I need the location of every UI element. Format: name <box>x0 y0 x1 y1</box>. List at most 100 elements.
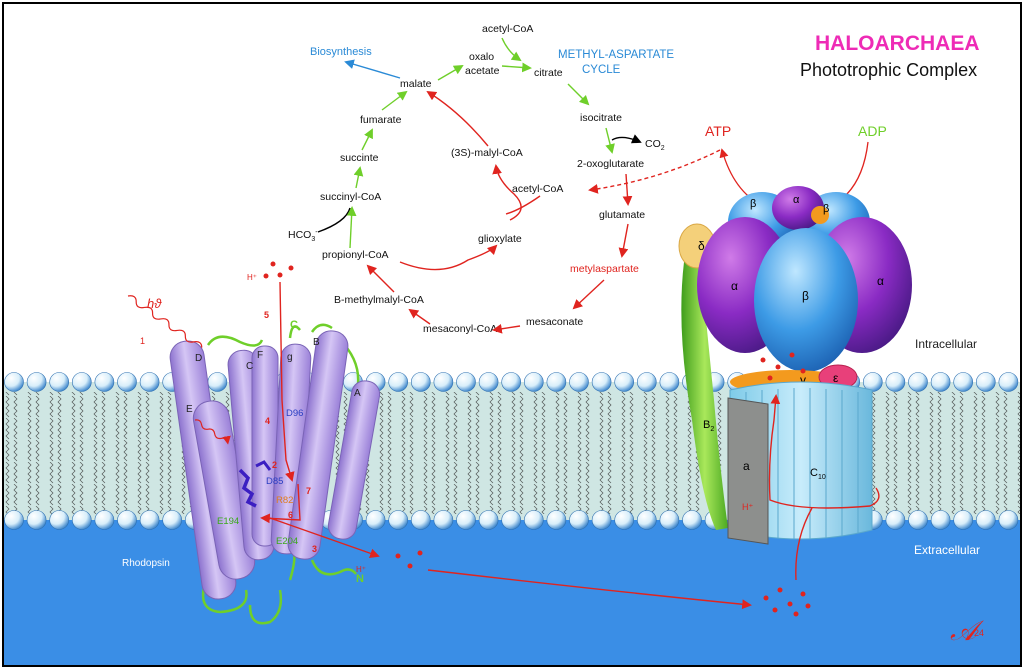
extracellular-region <box>4 520 1020 665</box>
lipid-head <box>72 372 92 392</box>
metabolite-methylmalyl-coa: B-methylmalyl-CoA <box>334 294 424 306</box>
lipid-head <box>94 510 115 530</box>
lipid-head <box>501 510 522 530</box>
lipid-head <box>139 510 160 530</box>
lipid-head <box>546 372 567 392</box>
step-labels: 5 4 2 7 6 3 <box>264 310 317 554</box>
alpha-label-back: α <box>793 194 800 206</box>
metabolite-oxaloacetate-2: acetate <box>465 65 500 77</box>
lipid-head <box>885 510 906 530</box>
metabolite-isocitrate: isocitrate <box>580 112 622 124</box>
rhodopsin-helices <box>169 330 381 600</box>
lipid-head <box>117 372 137 392</box>
lipid-head <box>998 372 1019 392</box>
lipid-head <box>614 510 635 530</box>
step-4: 4 <box>265 416 270 426</box>
lipid-head <box>433 510 454 530</box>
lipid-head <box>4 510 24 530</box>
step-7: 7 <box>306 486 311 496</box>
lipid-head <box>636 372 657 392</box>
step-3: 3 <box>312 544 317 554</box>
lipid-head <box>388 510 409 530</box>
cycle-name-line2: CYCLE <box>582 64 621 76</box>
lipid-head <box>569 510 589 530</box>
helix-label-e: E <box>186 404 193 415</box>
lipid-head <box>998 510 1019 530</box>
atp-synthase: ATP ADP δ B2 β β α α α β γ ε <box>678 123 912 581</box>
lipid-head <box>569 372 589 392</box>
arrow-oxoglutarate-glutamate <box>622 173 633 206</box>
proton-path-rhodopsin-mid <box>260 483 301 524</box>
lipid-head <box>94 372 115 392</box>
lipid-head <box>523 372 544 392</box>
metabolite-malate: malate <box>400 78 432 90</box>
helix-labels: D E C F g B A <box>186 337 361 415</box>
helix-label-b: B <box>313 337 320 348</box>
arrow-malate-biosynthesis <box>344 59 401 79</box>
biosynthesis-label: Biosynthesis <box>310 46 372 58</box>
lipid-head <box>162 510 182 530</box>
lipid-head <box>410 510 431 530</box>
rhodopsin-label: Rhodopsin <box>122 558 170 569</box>
lipid-head <box>501 372 522 392</box>
artist-signature-year: 24 <box>974 628 984 638</box>
proton-path-atp-synthase <box>768 394 880 509</box>
metabolite-2-oxoglutarate: 2-oxoglutarate <box>577 158 644 170</box>
residue-r82: R82 <box>276 495 293 506</box>
helix-label-c: C <box>246 361 253 372</box>
step-2: 2 <box>272 460 277 470</box>
metabolite-succinte: succinte <box>340 152 379 164</box>
lipid-head <box>659 372 680 392</box>
arrow-mesaconylcoa-methylmalylcoa <box>408 308 431 325</box>
metabolite-propionyl-coa: propionyl-CoA <box>322 249 389 261</box>
lipid-head <box>885 372 906 392</box>
arrow-to-glioxylate <box>399 244 498 271</box>
b2-label: B2 <box>703 419 714 433</box>
protons-extracellular-atp <box>763 587 811 617</box>
beta-subunit-front <box>754 228 858 372</box>
proton-path-rhodopsin-out <box>269 517 380 559</box>
hco3-label: HCO3- <box>288 229 318 243</box>
epsilon-label: ε <box>833 371 839 385</box>
metabolite-malyl-coa: (3S)-malyl-CoA <box>451 147 523 159</box>
intracellular-label: Intracellular <box>915 337 977 351</box>
beta-label-right: β <box>823 203 829 215</box>
lipid-head <box>410 372 431 392</box>
retinal-chromophore <box>238 468 257 508</box>
arrow-atp-to-cycle <box>588 149 721 194</box>
lipid-head <box>139 372 160 392</box>
metabolite-acetyl-coa-mid: acetyl-CoA <box>512 183 563 195</box>
lipid-head <box>478 372 499 392</box>
gamma-label: γ <box>800 373 806 387</box>
metabolite-fumarate: fumarate <box>360 114 402 126</box>
arrow-malate-oxaloacetate <box>437 65 464 81</box>
lipid-head <box>591 510 612 530</box>
lipid-head <box>26 372 47 392</box>
hplus-label-bottom: H⁺ <box>356 565 366 574</box>
cycle-arrows <box>317 37 721 334</box>
helix-b <box>287 330 349 560</box>
title-phototrophic-complex: Phototrophic Complex <box>800 60 977 80</box>
lipid-head <box>953 510 974 530</box>
arrow-glioxylate-malylcoa <box>492 164 522 221</box>
lipid-head <box>117 510 137 530</box>
lipid-head <box>26 510 47 530</box>
metabolite-citrate: citrate <box>534 67 563 79</box>
gamma-top <box>811 206 829 224</box>
residue-d85: D85 <box>266 476 283 487</box>
residue-d96: D96 <box>286 408 303 419</box>
lipid-head <box>456 510 476 530</box>
metabolite-acetyl-coa-top: acetyl-CoA <box>482 23 533 35</box>
cycle-name-line1: METHYL-ASPARTATE <box>558 49 674 61</box>
lipid-head <box>930 372 951 392</box>
lipid-head <box>908 372 928 392</box>
step-5: 5 <box>264 310 269 320</box>
lipid-head <box>908 510 928 530</box>
residue-e194: E194 <box>217 516 239 527</box>
protons-intracellular <box>760 352 806 381</box>
arrow-citrate-isocitrate <box>567 83 590 106</box>
protons-extracellular-rhodopsin <box>395 550 423 569</box>
lipid-head <box>72 510 92 530</box>
arrow-methylmalylcoa-propionylcoa <box>366 264 395 293</box>
